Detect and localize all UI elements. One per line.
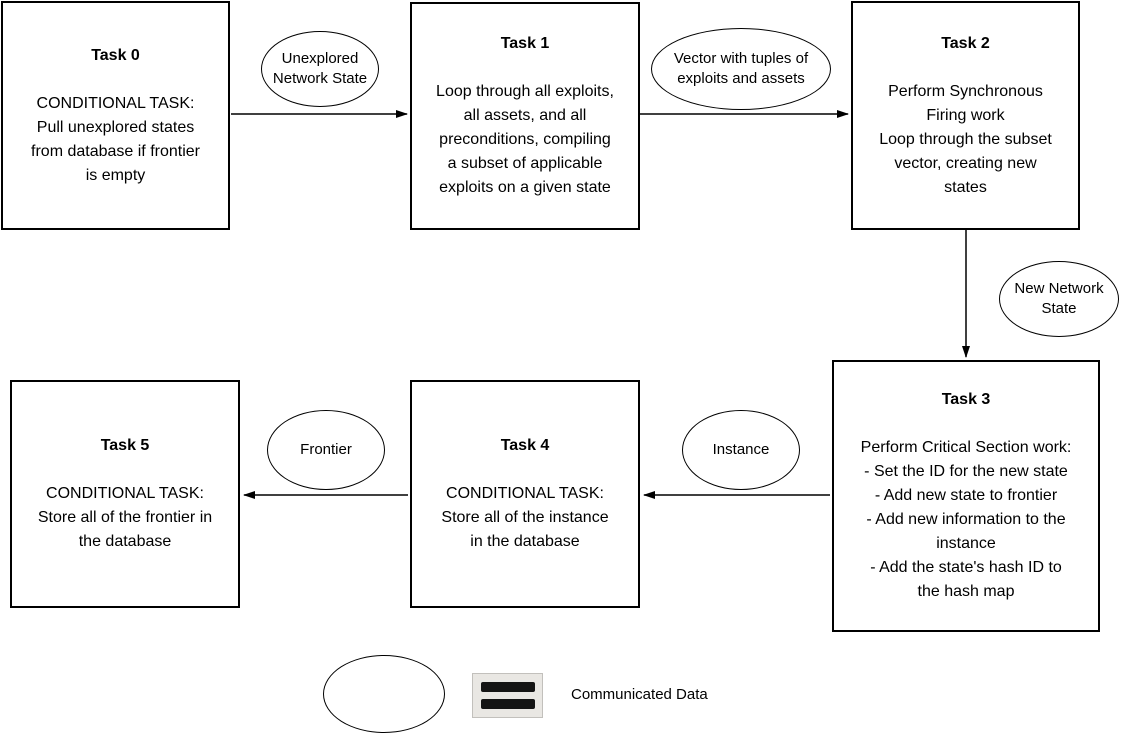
legend-ellipse bbox=[323, 655, 445, 733]
ellipse-label: Frontier bbox=[300, 441, 352, 458]
task-5-box: Task 5 CONDITIONAL TASK: Store all of th… bbox=[10, 380, 240, 608]
ellipse-frontier: Frontier bbox=[267, 410, 385, 490]
ellipse-label: Unexplored Network State bbox=[272, 50, 368, 87]
task-1-box: Task 1 Loop through all exploits, all as… bbox=[410, 2, 640, 230]
task-0-title: Task 0 bbox=[91, 46, 140, 64]
ellipse-unexplored-network-state: Unexplored Network State bbox=[261, 31, 379, 107]
ellipse-label: Vector with tuples of exploits and asset… bbox=[673, 50, 809, 87]
task-2-box: Task 2 Perform Synchronous Firing work L… bbox=[851, 1, 1080, 230]
task-2-body: Perform Synchronous Firing work Loop thr… bbox=[879, 82, 1052, 196]
task-4-box: Task 4 CONDITIONAL TASK: Store all of th… bbox=[410, 380, 640, 608]
ellipse-new-network-state: New Network State bbox=[999, 261, 1119, 337]
task-1-body: Loop through all exploits, all assets, a… bbox=[436, 83, 614, 196]
ellipse-instance: Instance bbox=[682, 410, 800, 490]
task-4-body: CONDITIONAL TASK: Store all of the insta… bbox=[441, 485, 609, 550]
ellipse-label: New Network State bbox=[1014, 280, 1104, 317]
ellipse-vector-with-tuples: Vector with tuples of exploits and asset… bbox=[651, 28, 831, 110]
task-5-title: Task 5 bbox=[100, 437, 150, 454]
task-3-box: Task 3 Perform Critical Section work: - … bbox=[832, 360, 1100, 632]
equals-icon-bar bbox=[480, 682, 535, 692]
task-5-body: CONDITIONAL TASK: Store all of the front… bbox=[37, 485, 213, 550]
task-1-title: Task 1 bbox=[500, 35, 550, 52]
task-0-body: CONDITIONAL TASK: Pull unexplored states… bbox=[31, 94, 200, 184]
equals-icon bbox=[472, 673, 543, 718]
task-0-box: Task 0 CONDITIONAL TASK: Pull unexplored… bbox=[1, 1, 230, 230]
equals-icon-bar bbox=[480, 699, 535, 709]
task-2-title: Task 2 bbox=[941, 34, 990, 52]
task-3-title: Task 3 bbox=[941, 391, 991, 408]
task-3-body: Perform Critical Section work: - Set the… bbox=[860, 439, 1072, 600]
task-4-title: Task 4 bbox=[500, 437, 550, 454]
legend-label: Communicated Data bbox=[571, 686, 708, 703]
ellipse-label: Instance bbox=[712, 441, 770, 458]
